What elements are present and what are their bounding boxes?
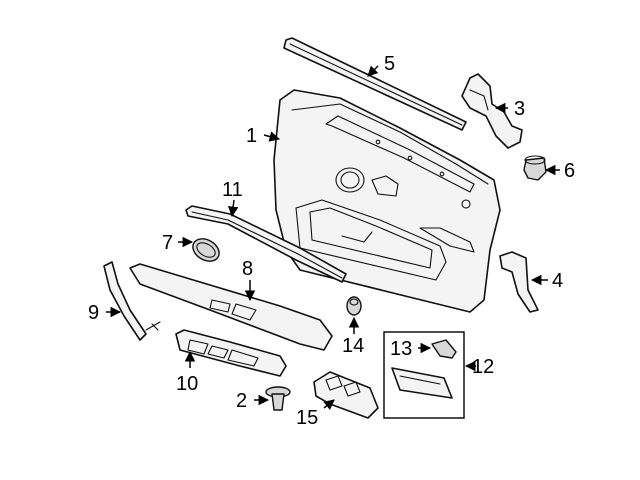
callout-4: 4 (552, 270, 563, 292)
part-9-side-trim[interactable] (103, 261, 161, 341)
part-4-lower-bracket[interactable] (499, 251, 539, 313)
part-7-speaker-cover[interactable] (189, 234, 223, 265)
part-15-window-switch[interactable] (313, 371, 379, 419)
callout-2: 2 (236, 390, 247, 412)
callout-6: 6 (564, 160, 575, 182)
callout-15: 15 (296, 407, 318, 429)
callout-10: 10 (176, 373, 198, 395)
callout-11: 11 (222, 179, 243, 201)
part-2-push-pin[interactable] (265, 386, 291, 411)
callout-5: 5 (384, 53, 395, 75)
part-10-switch-bezel[interactable] (175, 329, 287, 377)
callout-14: 14 (342, 335, 364, 357)
part-14-plug[interactable] (346, 296, 362, 316)
callout-3: 3 (514, 98, 525, 120)
part-11-upper-trim-strip[interactable] (185, 205, 347, 283)
part-8-armrest-panel[interactable] (129, 263, 333, 351)
leader-15 (323, 399, 335, 411)
part-13-pin[interactable] (431, 339, 457, 359)
leader-1 (263, 131, 281, 142)
part-6-retaining-clip[interactable] (523, 155, 547, 181)
part-12-kit-box[interactable] (383, 331, 465, 419)
leader-lines (106, 65, 560, 411)
part-3-mounting-bracket[interactable] (461, 73, 523, 149)
callout-1: 1 (246, 125, 257, 147)
part-5-window-seal-strip[interactable] (283, 37, 467, 131)
leader-11 (227, 199, 239, 218)
leader-5 (367, 65, 379, 77)
callout-12: 12 (472, 356, 494, 378)
callout-13: 13 (390, 338, 412, 360)
part-1-door-trim-panel[interactable] (273, 89, 501, 313)
callout-7: 7 (162, 232, 173, 254)
callout-8: 8 (242, 258, 253, 280)
callout-9: 9 (88, 302, 99, 324)
callout-labels: 1 2 3 4 5 6 7 8 9 10 11 12 13 14 15 (88, 53, 575, 429)
